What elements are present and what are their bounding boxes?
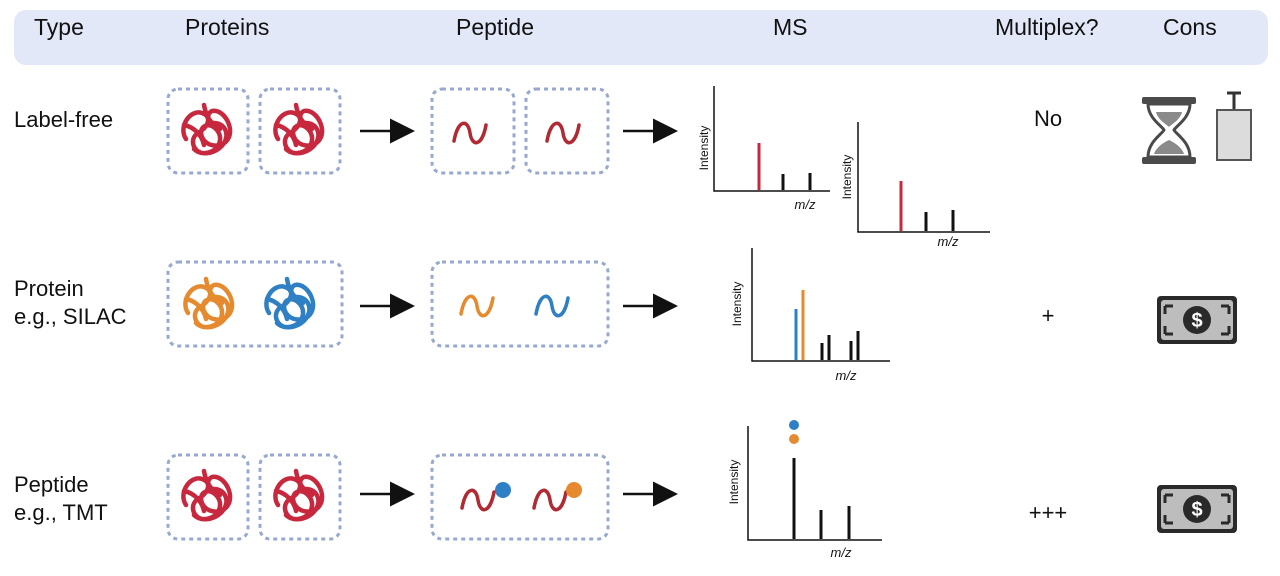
dollar-bill-icon <box>1155 294 1239 346</box>
ms-spectrum: Intensity m/z <box>697 86 830 212</box>
peptide-wave-icon <box>460 488 496 512</box>
row-label-line2: e.g., SILAC <box>14 304 127 329</box>
multiplex-value-silac: + <box>1041 303 1055 328</box>
protein-tangle-icon <box>183 105 230 153</box>
protein-sample-box <box>166 453 250 541</box>
protein-tangle-icon <box>275 471 322 519</box>
protein-tangle-icon <box>185 279 232 327</box>
peptide-sample-box <box>524 87 610 175</box>
row-label-line1: Peptide <box>14 472 89 497</box>
tmt-reporter-icon <box>789 434 799 444</box>
ms-spectrum: Intensity m/z <box>730 248 890 383</box>
peptide-wave-icon <box>452 121 488 145</box>
row-label-line1: Label-free <box>14 107 114 132</box>
tmt-tag-icon <box>566 482 582 498</box>
peptide-sample-box <box>430 260 610 348</box>
hourglass-icon <box>1142 97 1196 164</box>
peptide-sample-box <box>430 453 610 541</box>
header-cons: Cons <box>1163 14 1217 40</box>
column-header-bar <box>14 10 1268 65</box>
peptide-wave-icon <box>459 294 495 318</box>
row-label-peptide-tmt: Peptide e.g., TMT <box>14 471 108 527</box>
peptide-wave-icon <box>534 294 570 318</box>
dollar-bill-icon <box>1155 483 1239 535</box>
protein-sample-box <box>258 453 342 541</box>
header-peptide: Peptide <box>456 14 535 40</box>
multiplex-value-tmt: +++ <box>1028 500 1068 525</box>
header-proteins: Proteins <box>185 14 270 40</box>
x-axis-label: m/z <box>795 197 816 212</box>
header-type: Type <box>34 14 84 40</box>
ms-spectrum: Intensity m/z <box>840 122 990 249</box>
row-label-line2: e.g., TMT <box>14 500 108 525</box>
header-multiplex: Multiplex? <box>995 14 1099 40</box>
protein-tangle-icon <box>183 471 230 519</box>
x-axis-label: m/z <box>938 234 959 249</box>
protein-sample-box <box>166 260 344 348</box>
tmt-reporter-icon <box>789 420 799 430</box>
peptide-sample-box <box>430 87 516 175</box>
multiplex-value-label-free: No <box>1033 106 1063 131</box>
peptide-wave-icon <box>545 121 581 145</box>
y-axis-label: Intensity <box>727 460 741 505</box>
peptide-wave-icon <box>532 488 568 512</box>
protein-tangle-icon <box>275 105 322 153</box>
protein-sample-box <box>166 87 250 175</box>
y-axis-label: Intensity <box>840 155 854 200</box>
header-ms: MS <box>773 14 808 40</box>
syringe-icon <box>1216 91 1252 161</box>
ms-spectrum: Intensity m/z <box>727 420 882 560</box>
protein-sample-box <box>258 87 342 175</box>
row-label-label-free: Label-free <box>14 106 113 134</box>
row-label-line1: Protein <box>14 276 84 301</box>
y-axis-label: Intensity <box>730 282 744 327</box>
protein-tangle-icon <box>266 279 313 327</box>
tmt-tag-icon <box>495 482 511 498</box>
y-axis-label: Intensity <box>697 126 711 171</box>
x-axis-label: m/z <box>831 545 852 560</box>
x-axis-label: m/z <box>836 368 857 383</box>
row-label-protein-silac: Protein e.g., SILAC <box>14 275 127 331</box>
